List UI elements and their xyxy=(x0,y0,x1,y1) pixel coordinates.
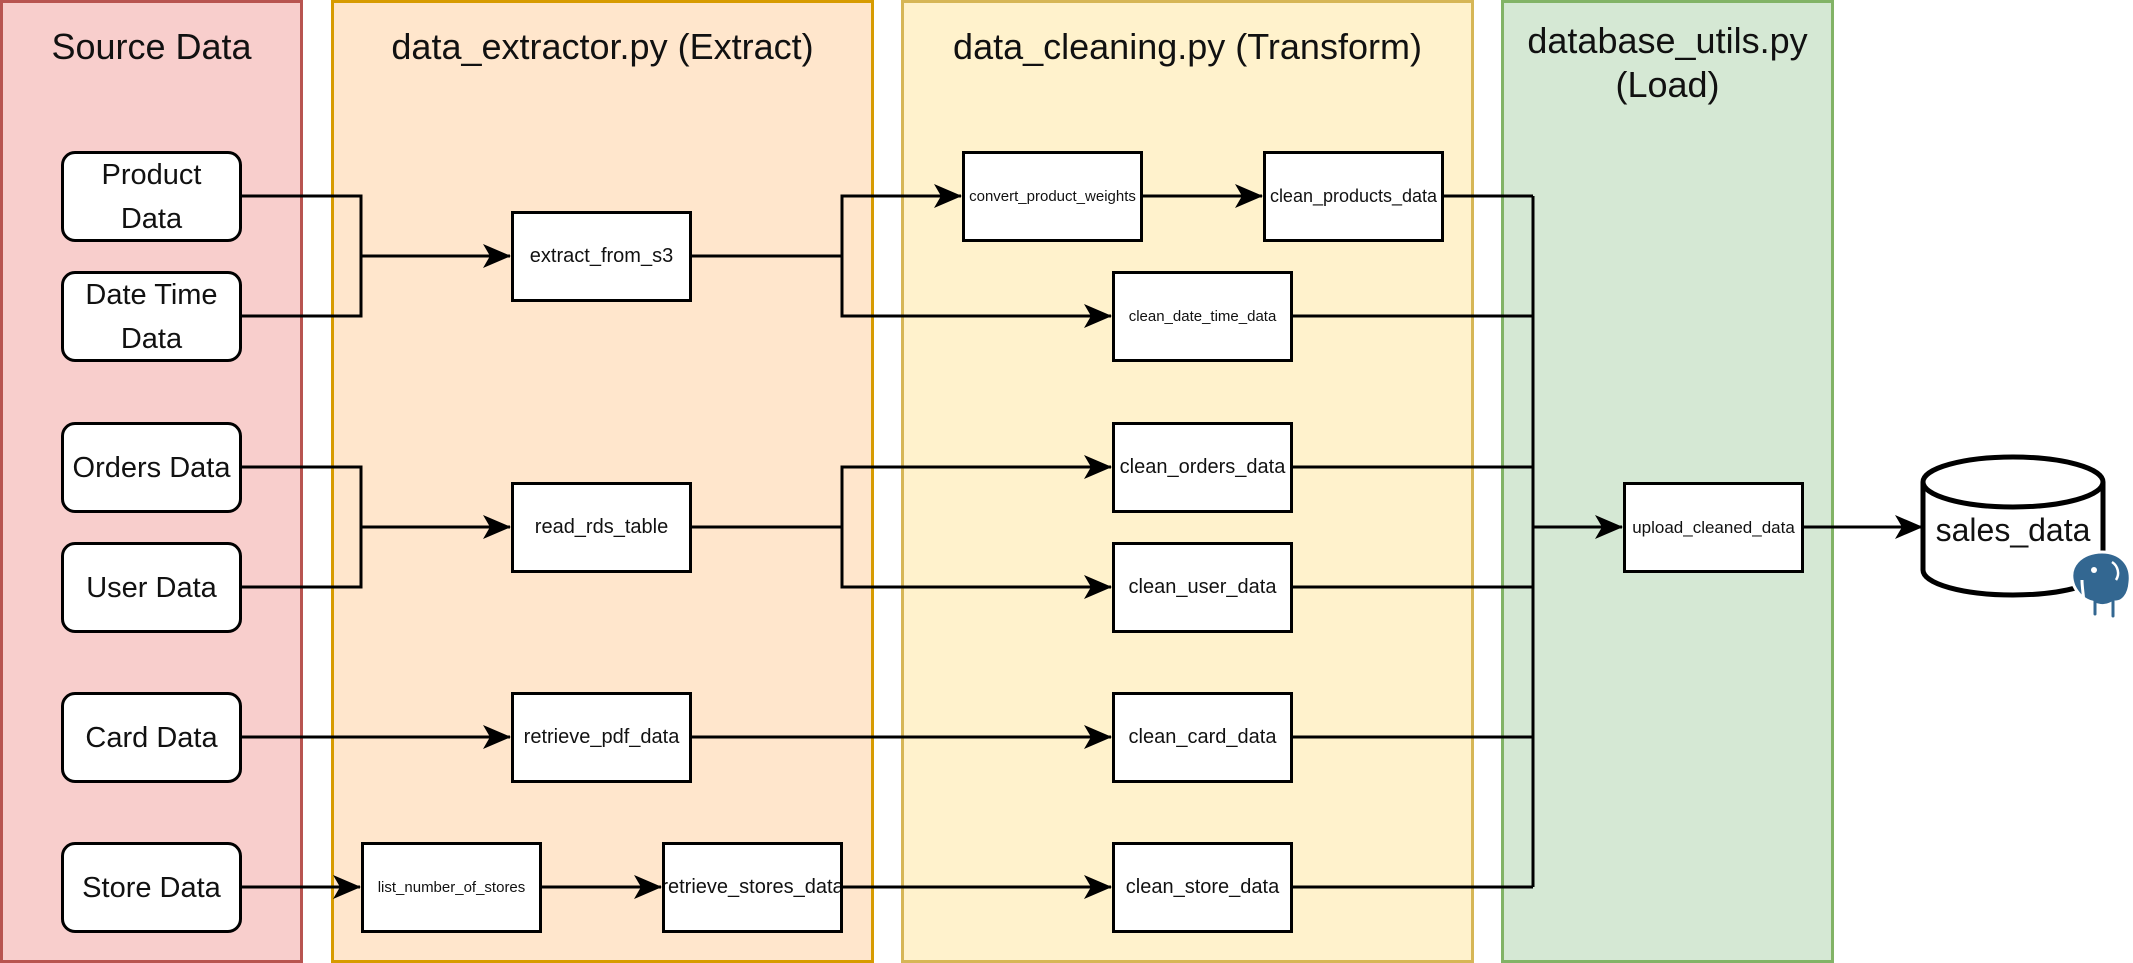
fn-read-rds-table[interactable]: read_rds_table xyxy=(511,482,692,573)
fn-retrieve-stores-data[interactable]: retrieve_stores_data xyxy=(662,842,843,933)
postgresql-elephant-icon xyxy=(2070,550,2132,621)
database-label: sales_data xyxy=(1935,512,2091,548)
lane-extract: data_extractor.py (Extract) xyxy=(331,0,874,963)
fn-clean-orders-data[interactable]: clean_orders_data xyxy=(1112,422,1293,513)
source-user-data[interactable]: User Data xyxy=(61,542,242,633)
edge-to-clean-orders xyxy=(840,455,1112,527)
fn-clean-store-data[interactable]: clean_store_data xyxy=(1112,842,1293,933)
fn-list-number-of-stores[interactable]: list_number_of_stores xyxy=(361,842,542,933)
fn-retrieve-pdf-data[interactable]: retrieve_pdf_data xyxy=(511,692,692,783)
source-card-data[interactable]: Card Data xyxy=(61,692,242,783)
source-store-data[interactable]: Store Data xyxy=(61,842,242,933)
source-product-data[interactable]: Product Data xyxy=(61,151,242,242)
lane-title-extract: data_extractor.py (Extract) xyxy=(391,26,814,67)
edge-orders-merge xyxy=(242,465,363,527)
fn-extract-from-s3[interactable]: extract_from_s3 xyxy=(511,211,692,302)
edge-product-merge xyxy=(242,194,363,256)
database-cylinder xyxy=(1920,454,2106,598)
edge-to-clean-date-time xyxy=(840,256,1112,328)
lane-title-transform: data_cleaning.py (Transform) xyxy=(953,26,1422,67)
fn-clean-products-data[interactable]: clean_products_data xyxy=(1263,151,1444,242)
fn-upload-cleaned-data[interactable]: upload_cleaned_data xyxy=(1623,482,1804,573)
edge-user-merge xyxy=(242,527,363,589)
fn-clean-date-time-data[interactable]: clean_date_time_data xyxy=(1112,271,1293,362)
fn-convert-product-weights[interactable]: convert_product_weights xyxy=(962,151,1143,242)
edge-to-convert-weights xyxy=(840,184,962,256)
fn-clean-user-data[interactable]: clean_user_data xyxy=(1112,542,1293,633)
lane-title-source-data: Source Data xyxy=(51,26,252,67)
edge-to-clean-user xyxy=(840,527,1112,599)
lane-title-load: database_utils.py (Load) xyxy=(1527,20,1808,105)
edge-datetime-merge xyxy=(242,256,363,318)
source-date-time-data[interactable]: Date Time Data xyxy=(61,271,242,362)
fn-clean-card-data[interactable]: clean_card_data xyxy=(1112,692,1293,783)
lane-load: database_utils.py (Load) xyxy=(1501,0,1834,963)
source-orders-data[interactable]: Orders Data xyxy=(61,422,242,513)
